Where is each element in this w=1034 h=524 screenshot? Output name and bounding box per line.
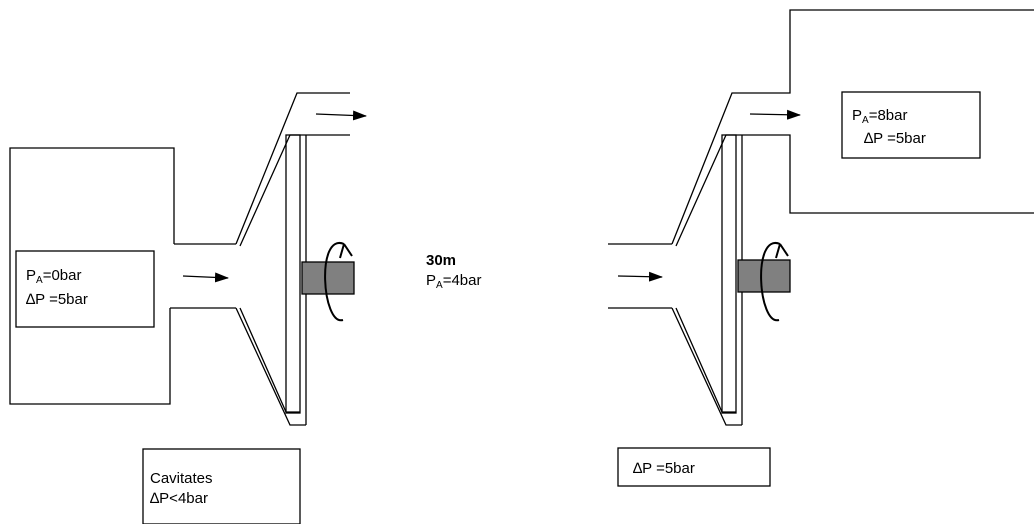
left-pressure-label: PA=0bar [26, 267, 81, 286]
left-upper-casing [235, 92, 350, 245]
left-rotation-icon [324, 242, 345, 322]
left-pressure-box [15, 250, 155, 328]
left-impeller-plate [285, 134, 301, 414]
right-rotation-arrow-icon [775, 243, 789, 259]
left-delta-pressure-label: ∆P =5bar [26, 291, 88, 308]
right-rotation-icon [760, 242, 781, 322]
left-pump [9, 92, 367, 426]
right-pump [608, 9, 1034, 426]
left-rotation-arrow-icon [339, 243, 353, 259]
left-inlet-arrow-icon [182, 272, 229, 283]
left-upper-casing-inner [239, 134, 350, 247]
right-shaft-hub [737, 259, 791, 293]
left-tank [9, 147, 175, 405]
right-pressure-box [841, 91, 981, 159]
right-lower-casing [671, 307, 742, 426]
right-upper-casing-inner [675, 134, 760, 247]
right-impeller-plate [721, 134, 737, 414]
right-note-box [617, 447, 771, 487]
left-outlet-arrow-icon [315, 110, 367, 121]
middle-pressure-label: PA=4bar [426, 272, 481, 291]
left-lower-casing-inner [239, 307, 300, 413]
left-lower-casing [235, 307, 306, 426]
cavitation-threshold-label: ∆P<4bar [150, 490, 208, 507]
left-note-box [142, 448, 301, 524]
right-inlet-arrow-icon [617, 271, 663, 282]
right-tank [760, 9, 1034, 94]
cavitates-label: Cavitates [150, 470, 213, 487]
right-note-label: ∆P =5bar [633, 460, 695, 477]
right-delta-pressure-label: ∆P =5bar [864, 130, 926, 147]
right-lower-casing-inner [675, 307, 736, 413]
right-upper-casing [671, 92, 760, 245]
right-tank-lower [760, 134, 1034, 214]
right-outlet-arrow-icon [749, 109, 801, 120]
pipe-distance-label: 30m [426, 252, 456, 269]
left-shaft-hub [301, 261, 355, 295]
right-pressure-label: PA=8bar [852, 107, 907, 126]
